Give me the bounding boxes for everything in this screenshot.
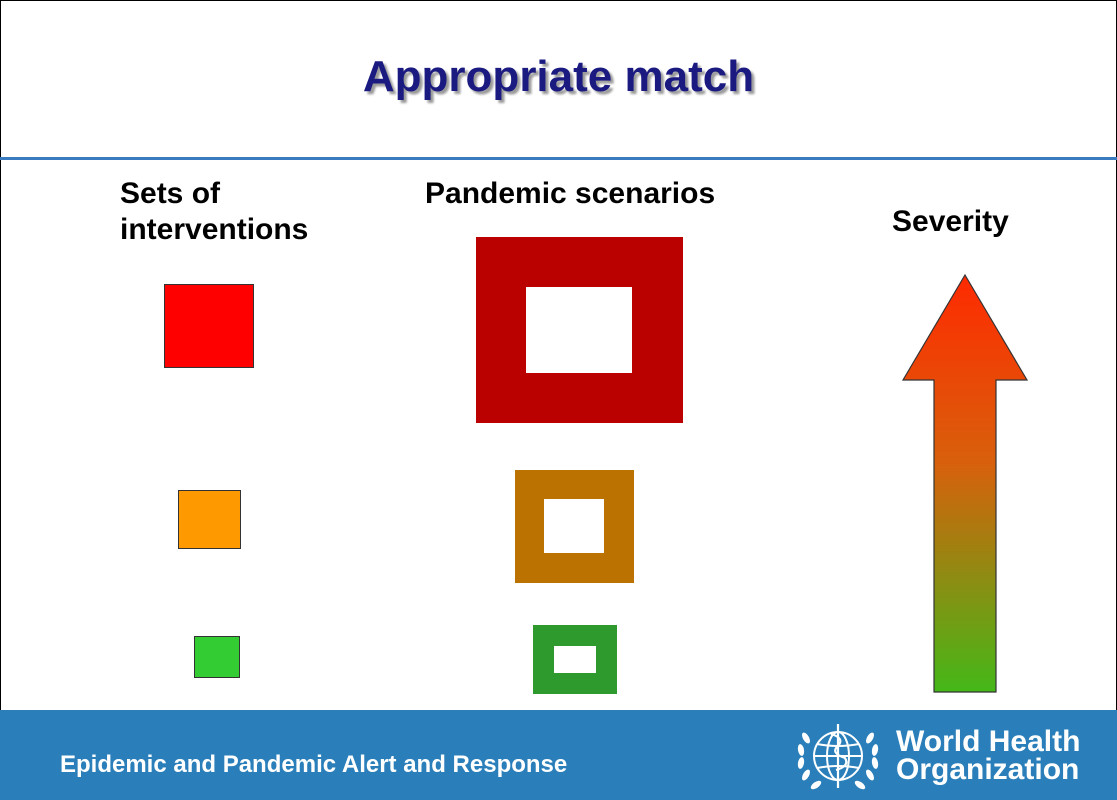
severity-arrow xyxy=(901,274,1029,693)
scenario-frame-medium-opening xyxy=(544,499,604,553)
who-name-line1: World Health xyxy=(896,725,1081,758)
intervention-square-high xyxy=(164,284,254,368)
heading-pandemic-scenarios: Pandemic scenarios xyxy=(425,177,716,210)
slide-title: Appropriate match xyxy=(362,52,755,101)
scenario-frame-high-opening xyxy=(526,287,632,373)
intervention-square-low xyxy=(194,636,240,678)
footer-bar xyxy=(0,710,1117,800)
heading-sets-line1: Sets of xyxy=(120,177,221,210)
scenario-frame-medium xyxy=(515,470,634,583)
footer-program-name: Epidemic and Pandemic Alert and Response xyxy=(60,751,568,778)
scenario-frame-low xyxy=(533,625,617,694)
heading-sets-of-interventions: Sets of interventions xyxy=(120,176,308,248)
title-divider xyxy=(0,157,1117,160)
intervention-square-medium xyxy=(178,490,241,549)
scenario-frame-low-opening xyxy=(554,646,596,673)
who-name-line2: Organization xyxy=(896,753,1080,786)
scenario-frame-high xyxy=(476,237,683,423)
heading-severity: Severity xyxy=(892,205,1009,238)
heading-sets-line2: interventions xyxy=(120,213,309,246)
severity-arrow-shape xyxy=(901,274,1029,693)
who-emblem-icon xyxy=(797,724,879,790)
